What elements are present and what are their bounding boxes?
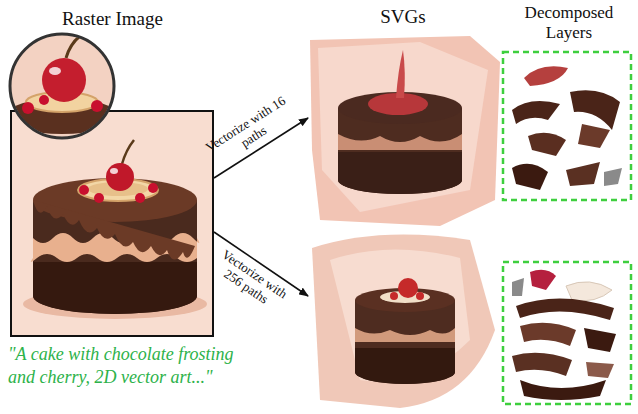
- raster-image-box: Raster Image: [11, 110, 214, 337]
- layers-256: [503, 262, 631, 404]
- svg-16-paths: [310, 36, 500, 226]
- layers-16: [503, 52, 631, 200]
- arrow-label: Vectorize with 16 paths: [202, 93, 299, 170]
- svg-256-paths: [312, 235, 495, 408]
- column-heading: Decomposed Layers: [508, 3, 630, 44]
- prompt-caption: "A cake with chocolate frosting and cher…: [8, 343, 248, 390]
- arrow-label: Vectorize with 256 paths: [202, 241, 298, 320]
- zoom-inset: [6, 34, 118, 138]
- column-heading: Raster Image: [11, 8, 214, 30]
- svg-output-box: SVGs: [308, 36, 498, 226]
- column-heading: SVGs: [308, 6, 498, 28]
- svg-output-box: [308, 232, 498, 410]
- raster-cake: [11, 111, 213, 336]
